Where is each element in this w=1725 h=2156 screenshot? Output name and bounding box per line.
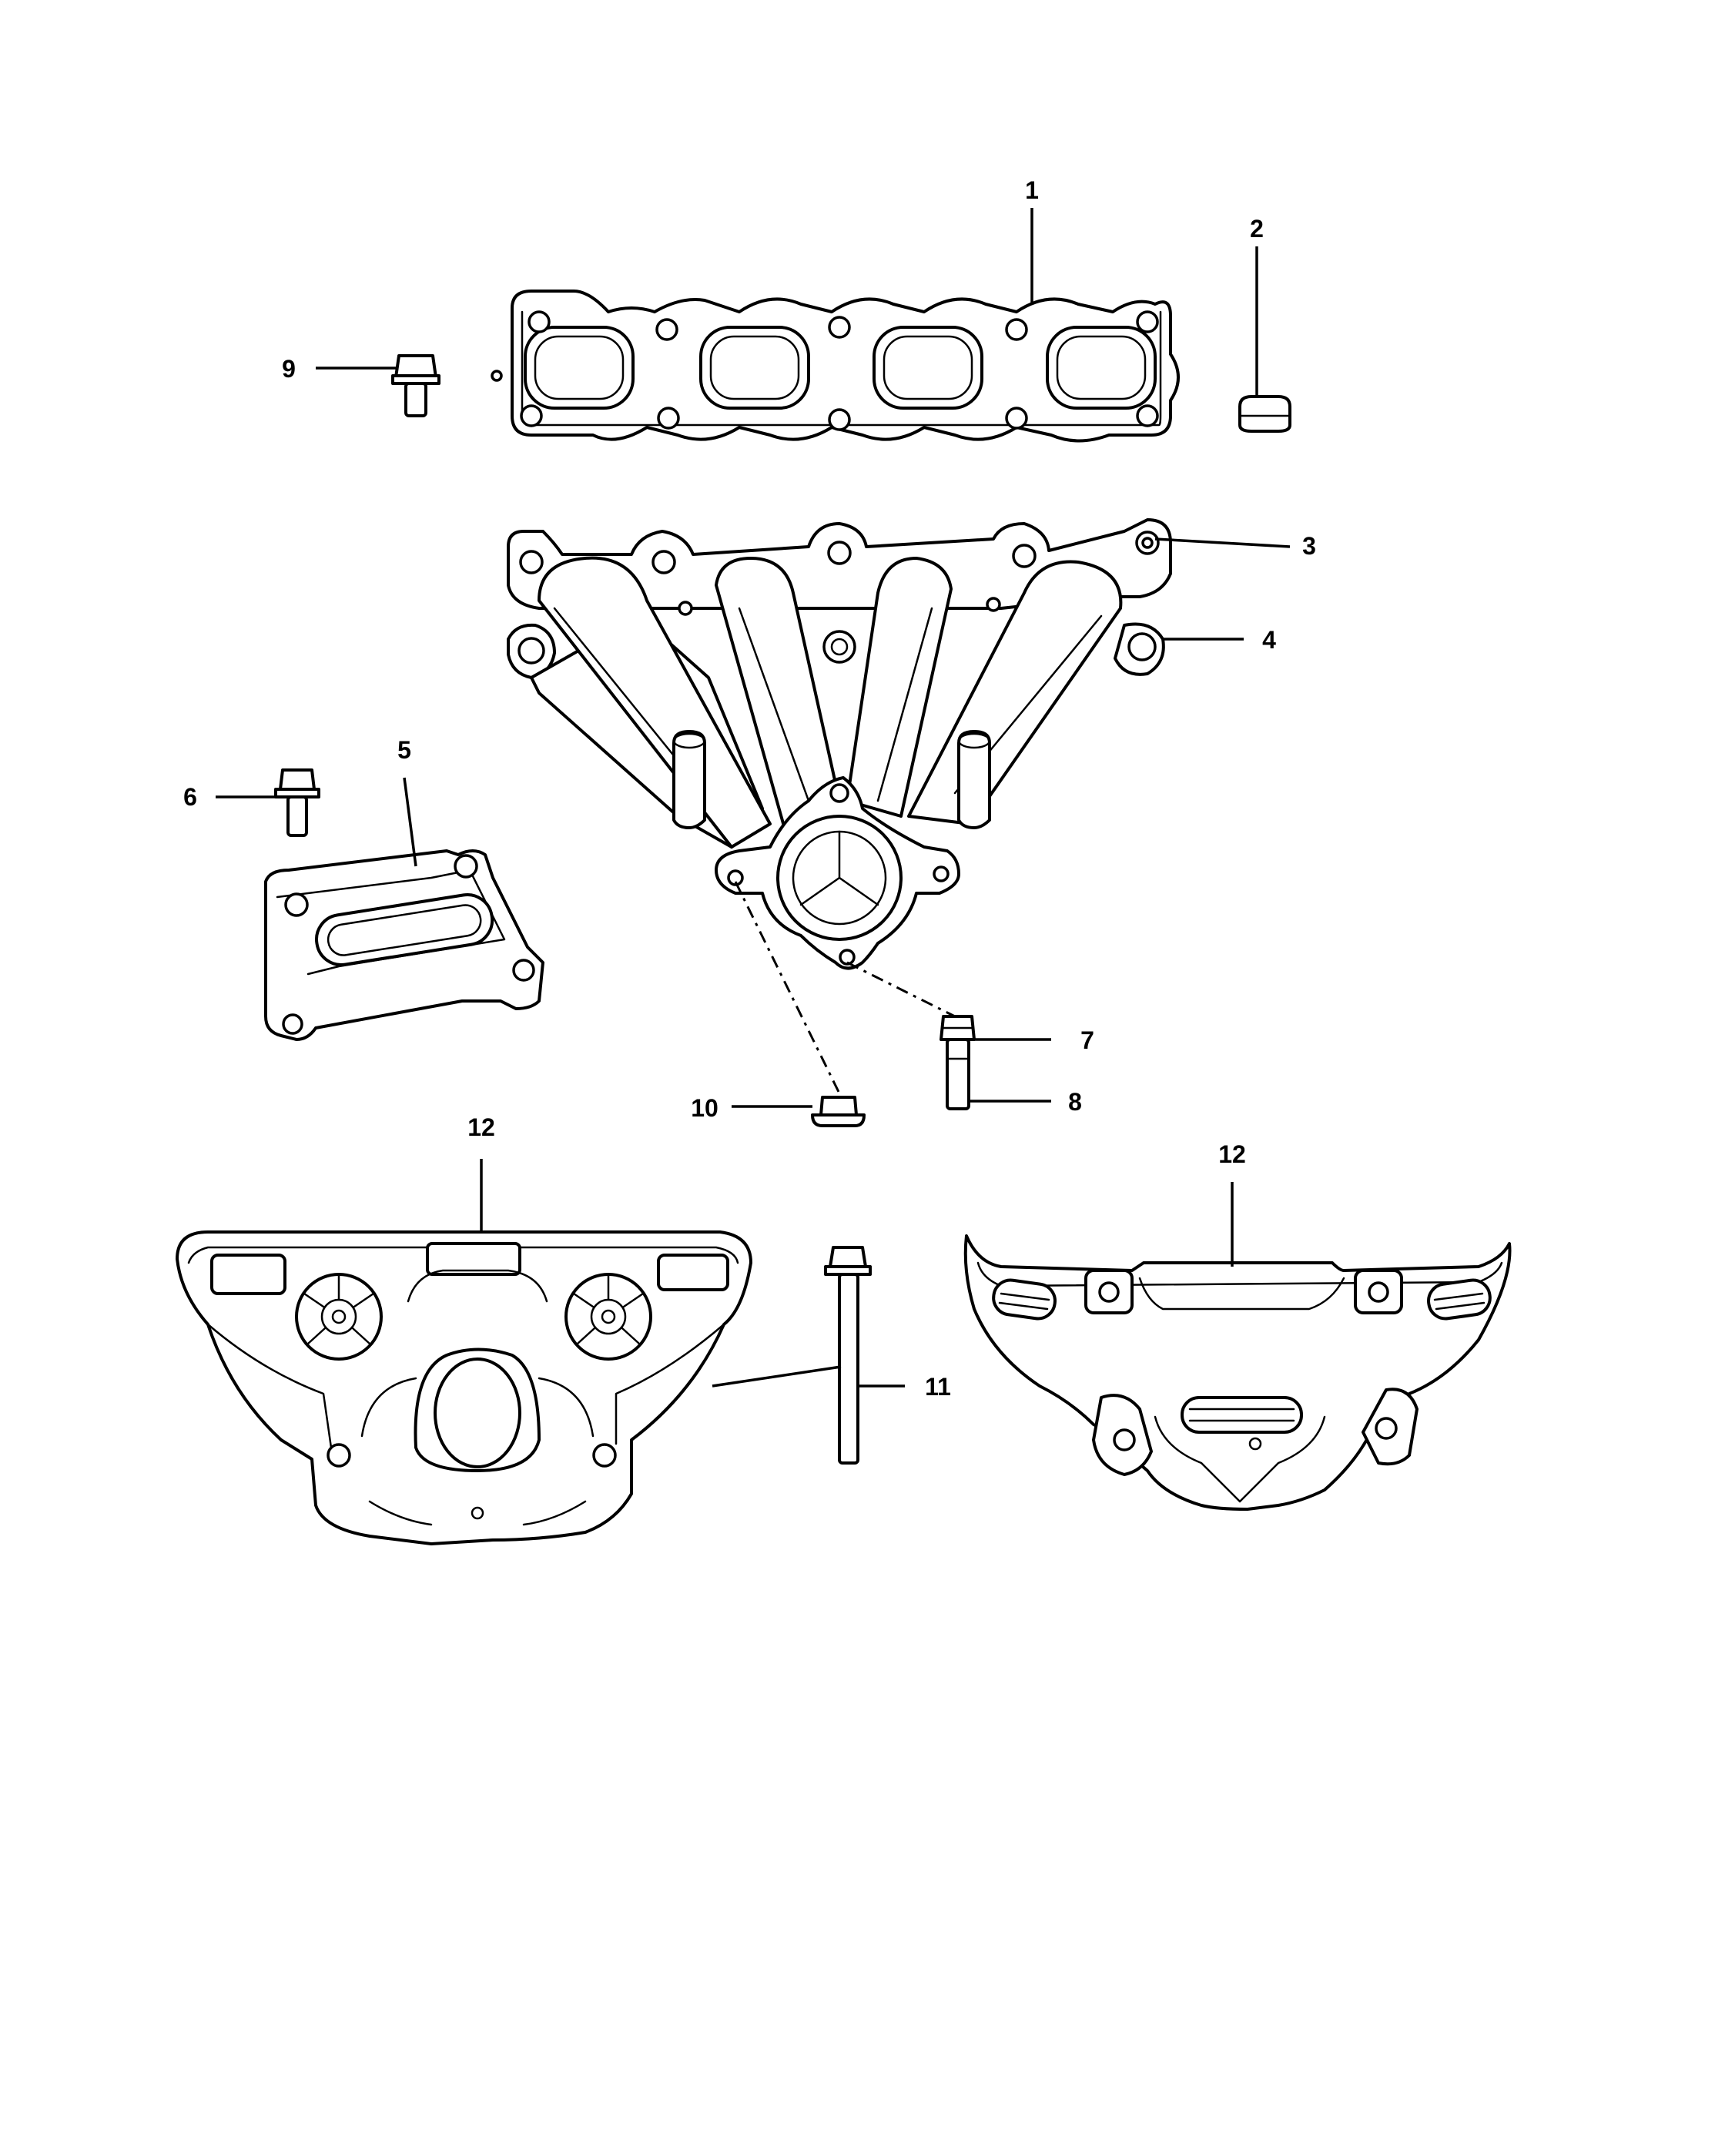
leader-lines (216, 208, 1291, 1388)
callout-8: 8 (1068, 1088, 1082, 1116)
leader-5 (403, 777, 417, 867)
callout-7: 7 (1080, 1026, 1094, 1054)
callout-12-right: 12 (1218, 1140, 1246, 1168)
callout-4: 4 (1262, 626, 1276, 654)
callout-labels: 1 2 3 4 5 6 7 8 9 10 11 12 12 (183, 176, 1316, 1401)
callout-1: 1 (1025, 176, 1039, 204)
part-11-long-bolt (824, 1246, 872, 1465)
callout-2: 2 (1250, 215, 1264, 243)
part-7-8-stud (940, 1015, 976, 1110)
callout-10: 10 (691, 1094, 718, 1122)
leader-3 (1154, 537, 1291, 548)
part-3-exhaust-manifold (507, 518, 1172, 970)
part-10-nut (811, 1096, 866, 1127)
callout-3: 3 (1302, 532, 1316, 560)
part-5-bracket (264, 849, 544, 1041)
assembly-line-10 (734, 881, 841, 1094)
callout-12-left: 12 (467, 1113, 495, 1141)
assembly-line-7 (846, 961, 956, 1018)
part-2-nut (1238, 395, 1291, 433)
leader-11 (712, 1365, 905, 1388)
part-9-bolt (391, 354, 440, 417)
callout-11: 11 (925, 1373, 951, 1401)
part-1-manifold-gasket (491, 290, 1180, 443)
callout-6: 6 (183, 783, 197, 811)
callout-5: 5 (397, 736, 411, 764)
callout-9: 9 (282, 355, 296, 383)
part-6-bolt (274, 768, 320, 837)
part-12-heat-shield-front (176, 1230, 752, 1545)
part-12-heat-shield-rear (963, 1234, 1512, 1511)
